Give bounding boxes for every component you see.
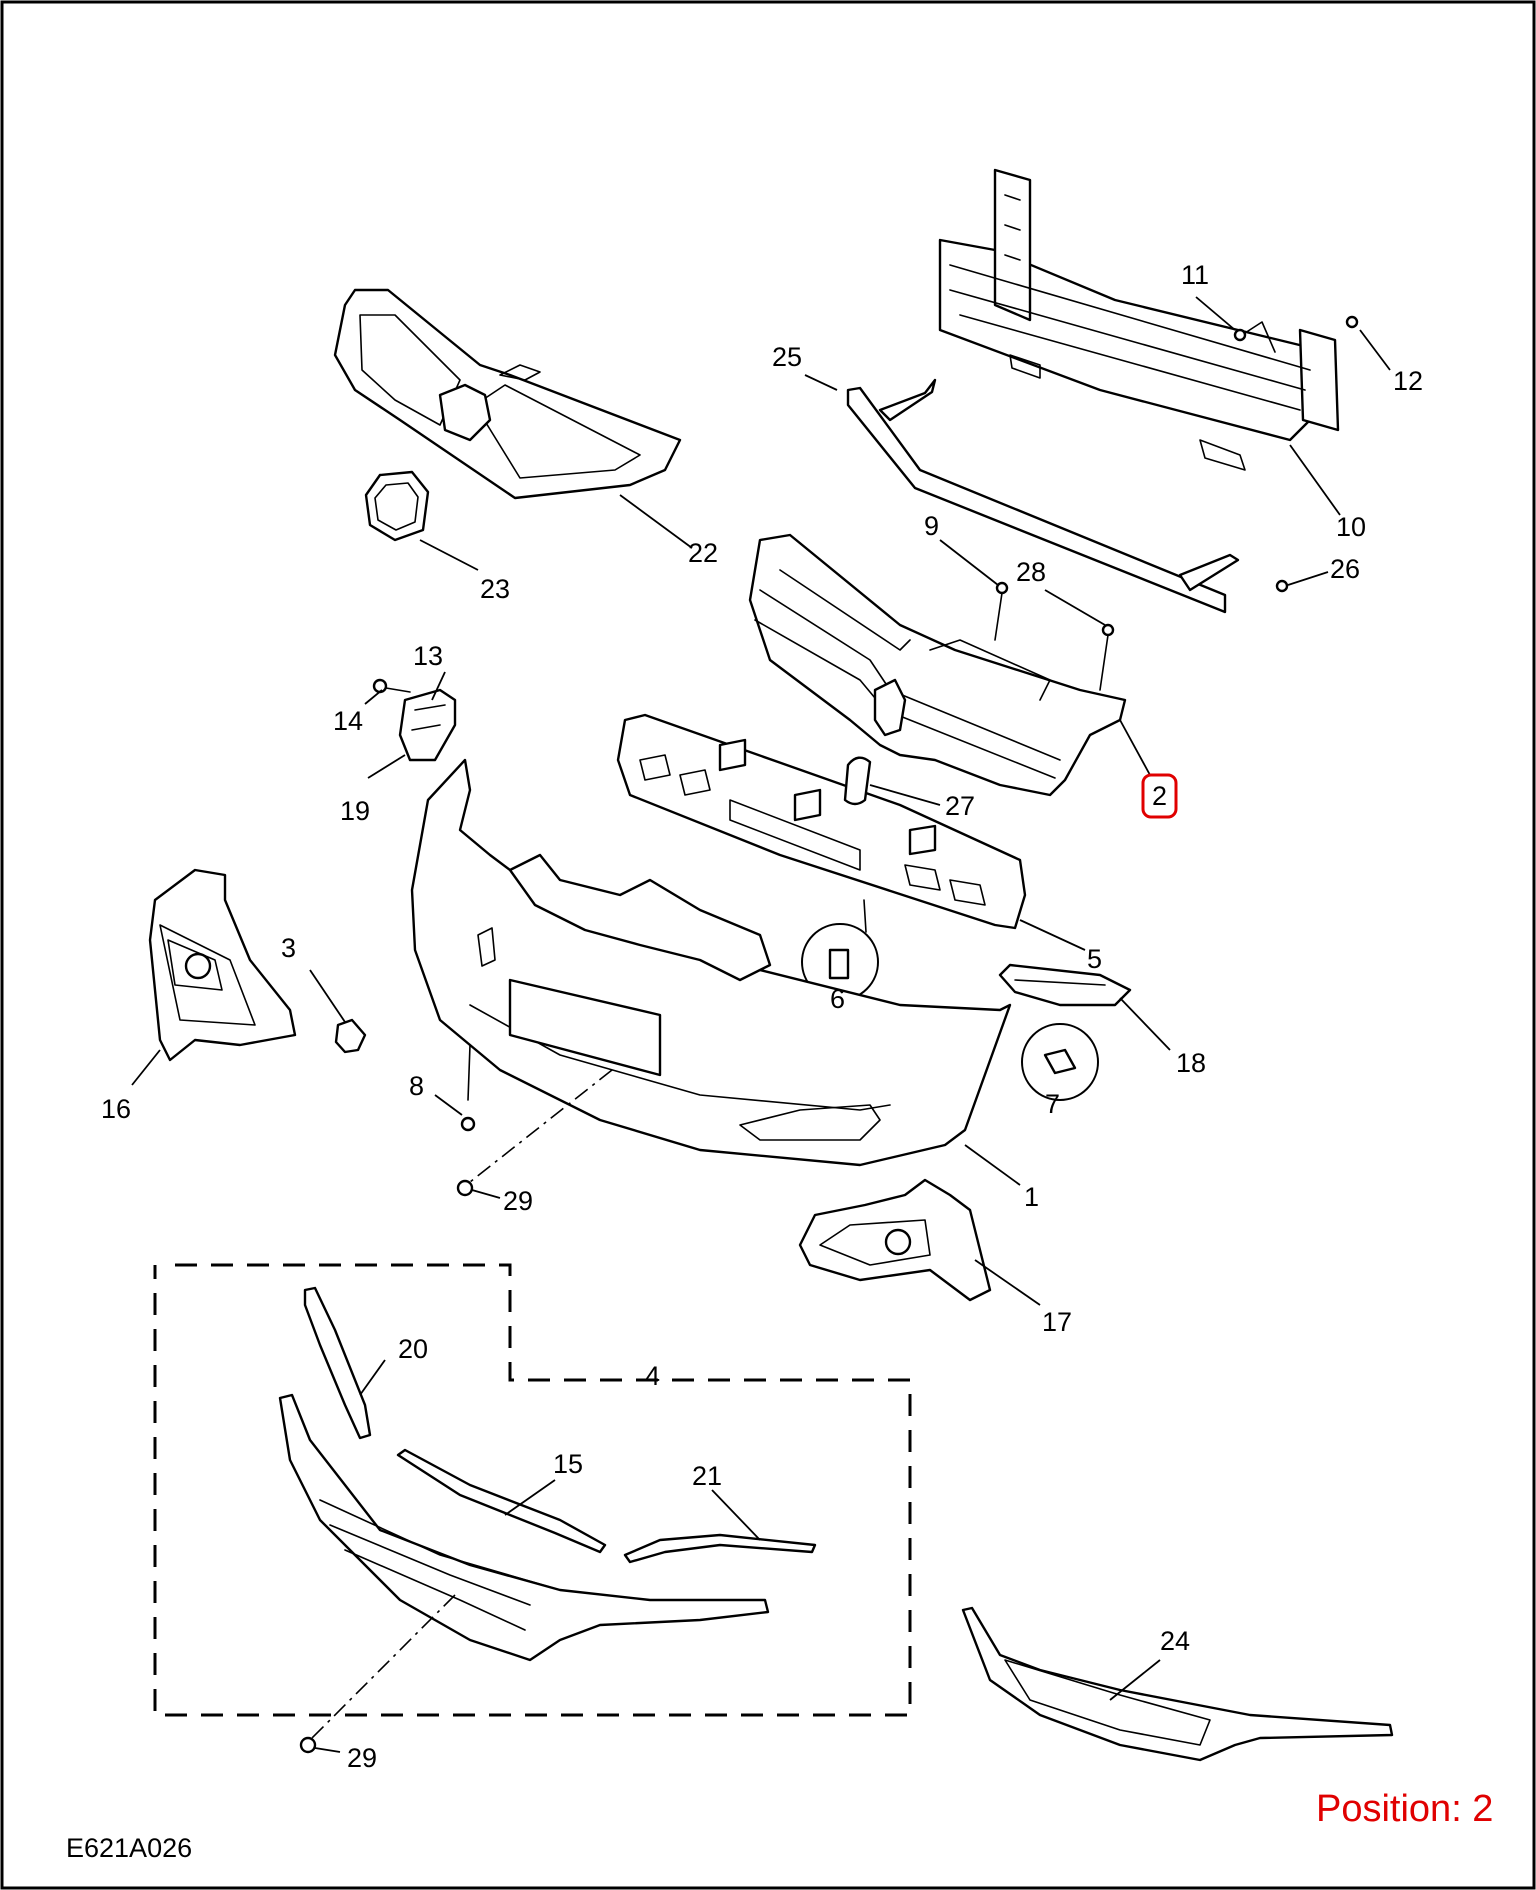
callout-11: 11 (1181, 260, 1209, 290)
callout-24: 24 (1160, 1626, 1190, 1656)
fastener-26-clip[interactable] (1275, 579, 1289, 593)
callout-4: 4 (645, 1361, 660, 1391)
part-kit-grille[interactable] (278, 1393, 770, 1662)
part-22-upper-grille[interactable] (333, 288, 682, 500)
part-25-upper-bar[interactable] (846, 378, 1240, 614)
part-15-chrome-strip[interactable] (396, 1448, 607, 1554)
part-21-trim-strip[interactable] (623, 1533, 817, 1564)
callout-5: 5 (1087, 944, 1102, 974)
callout-9: 9 (924, 511, 939, 541)
leader-lines (131, 296, 1391, 1753)
fastener-9-bolt[interactable] (994, 581, 1009, 641)
position-label: Position: 2 (1316, 1788, 1493, 1830)
part-5-absorber[interactable] (616, 713, 1027, 930)
fastener-29-lower-screw[interactable] (299, 1736, 317, 1754)
callout-23: 23 (480, 574, 510, 604)
callout-14: 14 (333, 706, 363, 736)
fastener-29-upper-screw[interactable] (456, 1179, 474, 1197)
callout-6: 6 (830, 984, 845, 1014)
part-20-trim[interactable] (303, 1286, 372, 1440)
callout-21: 21 (692, 1461, 722, 1491)
fastener-8-screw[interactable] (460, 1044, 476, 1132)
assembly-axis-lower (309, 1594, 456, 1741)
kit-4-boundary (153, 1263, 912, 1717)
callout-28: 28 (1016, 557, 1046, 587)
fastener-11-bolt[interactable] (1233, 321, 1276, 353)
callout-20: 20 (398, 1334, 428, 1364)
callout-29-lower: 29 (347, 1743, 377, 1773)
callout-1: 1 (1024, 1182, 1039, 1212)
callout-18: 18 (1176, 1048, 1206, 1078)
callout-7: 7 (1045, 1089, 1060, 1119)
part-24-lower-grille[interactable] (961, 1606, 1394, 1762)
callout-8: 8 (409, 1071, 424, 1101)
callout-2: 2 (1152, 781, 1167, 811)
callout-26: 26 (1330, 554, 1360, 584)
part-1-bumper-fascia[interactable] (410, 758, 1012, 1167)
part-16-left-fog-bezel[interactable] (148, 868, 297, 1062)
fastener-12-bolt[interactable] (1345, 315, 1359, 329)
part-3-tow-cover[interactable] (334, 1018, 367, 1054)
callout-29-upper: 29 (503, 1186, 533, 1216)
diagram-code: E621A026 (66, 1833, 192, 1863)
part-18-side-support[interactable] (998, 963, 1132, 1007)
callout-27: 27 (945, 791, 975, 821)
callout-17: 17 (1042, 1307, 1072, 1337)
detail-6-clip[interactable] (801, 899, 879, 1001)
part-14-screw[interactable] (372, 678, 411, 694)
part-10-bumper-beam[interactable] (938, 168, 1340, 471)
callout-10: 10 (1336, 512, 1366, 542)
callout-3: 3 (281, 933, 296, 963)
callout-12: 12 (1393, 366, 1423, 396)
callout-22: 22 (688, 538, 718, 568)
callout-labels: 11 12 25 10 26 9 28 22 23 2 27 5 6 18 7 … (101, 260, 1423, 1773)
callout-15: 15 (553, 1449, 583, 1479)
part-23-badge[interactable] (364, 470, 430, 542)
callout-25: 25 (772, 342, 802, 372)
part-19-bracket[interactable] (398, 688, 457, 762)
part-17-right-fog-bezel[interactable] (798, 1178, 992, 1302)
callout-16: 16 (101, 1094, 131, 1124)
fastener-28-bolt[interactable] (1099, 623, 1115, 691)
part-27-emblem-clip[interactable] (843, 756, 872, 806)
detail-7-nut[interactable] (1021, 1023, 1099, 1101)
position-highlight (1141, 773, 1178, 819)
part-2-grille[interactable] (748, 533, 1127, 797)
callout-13: 13 (413, 641, 443, 671)
callout-19: 19 (340, 796, 370, 826)
